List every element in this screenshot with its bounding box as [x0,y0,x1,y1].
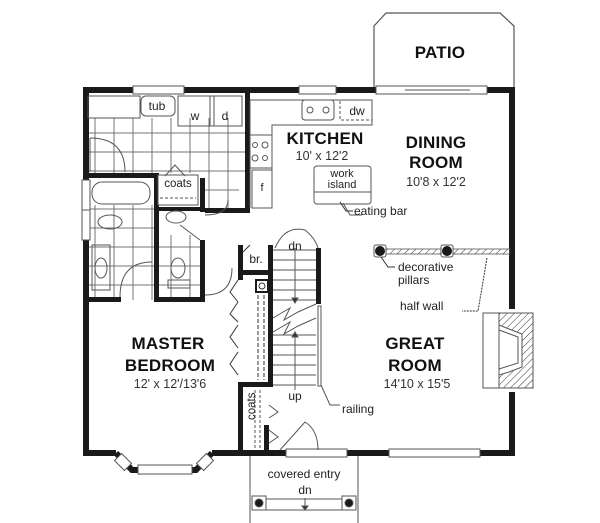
room-label-great-1: GREAT [385,334,445,353]
room-label-kitchen: KITCHEN [286,129,364,148]
island-label-2: island [327,179,357,191]
room-label-dining-1: DINING [405,133,467,152]
room-label-dining-2: ROOM [409,153,463,172]
room-dims-master: 12' x 12'/13'6 [133,377,207,391]
patio [373,12,515,90]
interior-walls [86,93,321,452]
annotation-railing: railing [342,402,375,416]
fixture-label-tub: tub [148,99,166,113]
stairs-label-up: up [288,389,302,403]
annotation-covered-entry: covered entry [267,467,341,481]
closet-label-coats-upper: coats [164,178,192,190]
pillar-icon [375,246,385,256]
fixture-label-washer: w [190,109,200,123]
entry-area [254,390,319,451]
bathroom-fixtures [91,164,233,298]
stairs-label-down: dn [288,239,302,253]
annotation-half-wall: half wall [400,299,444,313]
work-island [313,165,372,216]
annotation-decorative-pillars-2: pillars [398,273,430,287]
room-label-great-2: ROOM [388,356,442,375]
room-dims-great: 14'10 x 15'5 [383,377,451,391]
eating-bar-leader [339,201,353,212]
laundry-area [87,95,243,173]
fixture-label-dishwasher: dw [349,104,365,118]
closet-label-broom: br. [249,252,263,266]
room-label-patio: PATIO [414,43,466,62]
room-label-master-1: MASTER [131,334,205,353]
entry-label-down: dn [298,483,312,497]
closet-label-coats-lower: coats [246,392,258,421]
annotation-decorative-pillars-1: decorative [398,260,454,274]
exterior-walls [83,87,515,456]
pillar-icon [442,246,452,256]
tile-floors [86,118,250,300]
room-dims-dining: 10'8 x 12'2 [406,175,466,189]
fixture-label-fridge: f [260,182,264,194]
covered-entry [249,456,359,523]
windows [81,85,488,458]
annotation-eating-bar: eating bar [354,204,408,218]
room-label-master-2: BEDROOM [124,356,216,375]
fireplace [482,312,534,389]
half-wall [373,244,511,312]
island-label-1: work [330,168,354,180]
room-dims-kitchen: 10' x 12'2 [295,149,349,163]
kitchen-counters [249,99,373,209]
staircase [272,228,340,406]
fixture-label-dryer: d [221,109,229,123]
bay-window [113,450,215,475]
closet-doors [229,244,269,380]
